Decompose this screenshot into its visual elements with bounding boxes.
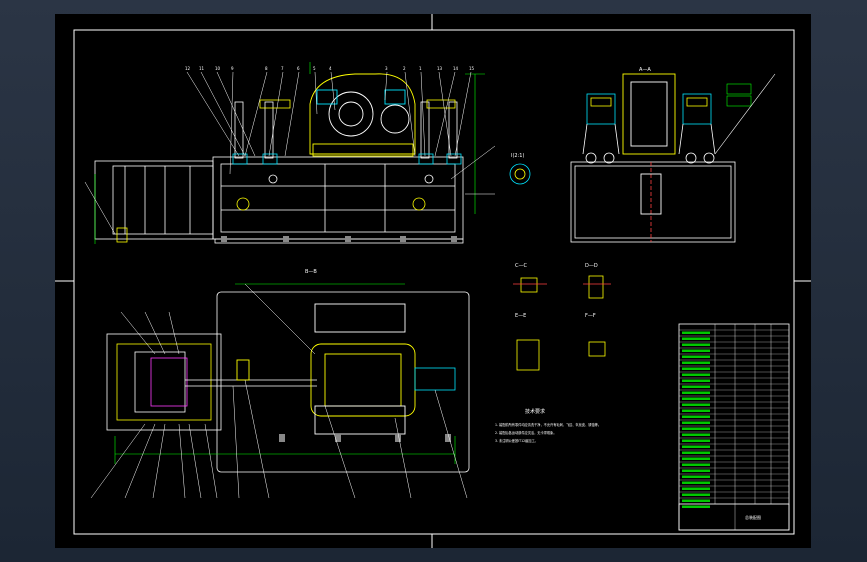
front-view: 12 11 10 9 8 7 6 5 4 3 2 1 13 14 15 I(2:1) bbox=[84, 62, 531, 244]
detail-views: C—C D—D E—E F—F bbox=[513, 263, 611, 371]
parts-row-fill bbox=[682, 505, 710, 508]
svg-text:6: 6 bbox=[297, 66, 300, 71]
parts-row-fill bbox=[682, 367, 710, 370]
svg-text:4: 4 bbox=[329, 66, 332, 71]
parts-row-fill bbox=[682, 493, 710, 496]
parts-row-fill bbox=[682, 361, 710, 364]
wheels bbox=[236, 174, 434, 211]
title-block-name: 总装配图 bbox=[745, 514, 761, 520]
parts-row-fill bbox=[682, 373, 710, 376]
svg-text:3: 3 bbox=[385, 66, 388, 71]
title-block bbox=[678, 503, 790, 531]
inner-frame bbox=[73, 29, 795, 535]
parts-row-fill bbox=[682, 331, 710, 334]
svg-text:1: 1 bbox=[419, 66, 422, 71]
detail-d-label: F—F bbox=[585, 313, 596, 319]
parts-row-fill bbox=[682, 427, 710, 430]
base-frame bbox=[212, 156, 464, 244]
plan-view: B—B bbox=[90, 269, 470, 499]
svg-text:11: 11 bbox=[199, 66, 205, 71]
note-line-2: 2. 装配后各运动部件应灵活，无卡滞现象。 bbox=[495, 430, 556, 435]
parts-row-fill bbox=[682, 439, 710, 442]
parts-row-fill bbox=[682, 433, 710, 436]
parts-row-fill bbox=[682, 457, 710, 460]
round-detail-label: I(2:1) bbox=[511, 153, 524, 159]
parts-row-fill bbox=[682, 397, 710, 400]
parts-row-fill bbox=[682, 421, 710, 424]
parts-row-fill bbox=[682, 391, 710, 394]
parts-row-fill bbox=[682, 403, 710, 406]
parts-row-fill bbox=[682, 343, 710, 346]
parts-row-fill bbox=[682, 487, 710, 490]
parts-row-fill bbox=[682, 445, 710, 448]
parts-row-fill bbox=[682, 379, 710, 382]
parts-row-fill bbox=[682, 475, 710, 478]
plan-bolts bbox=[279, 434, 451, 442]
svg-text:2: 2 bbox=[403, 66, 406, 71]
parts-rows bbox=[679, 329, 789, 508]
front-leaders bbox=[84, 71, 496, 235]
svg-text:13: 13 bbox=[437, 66, 443, 71]
detail-b-label: D—D bbox=[585, 263, 598, 269]
parts-row-fill bbox=[682, 337, 710, 340]
drawing-canvas: 12 11 10 9 8 7 6 5 4 3 2 1 13 14 15 I(2:1) bbox=[55, 14, 811, 548]
parts-row-fill bbox=[682, 349, 710, 352]
parts-row-fill bbox=[682, 463, 710, 466]
svg-text:5: 5 bbox=[313, 66, 316, 71]
note-line-1: 1. 装配前所有零件均应清洗干净，不允许有毛刺、飞边、氧化皮、锈蚀等。 bbox=[495, 422, 601, 427]
technical-notes: 技术要求 1. 装配前所有零件均应清洗干净，不允许有毛刺、飞边、氧化皮、锈蚀等。… bbox=[495, 408, 601, 443]
parts-row-fill bbox=[682, 481, 710, 484]
svg-text:14: 14 bbox=[453, 66, 459, 71]
parts-row-fill bbox=[682, 409, 710, 412]
drawing-sheet: 12 11 10 9 8 7 6 5 4 3 2 1 13 14 15 I(2:1) bbox=[55, 14, 811, 548]
parts-row-fill bbox=[682, 355, 710, 358]
front-dimensions bbox=[94, 62, 485, 244]
plan-section-label: B—B bbox=[305, 269, 317, 275]
centering-marks bbox=[55, 14, 811, 548]
detail-a-label: C—C bbox=[515, 263, 527, 269]
svg-text:12: 12 bbox=[185, 66, 191, 71]
svg-text:8: 8 bbox=[265, 66, 268, 71]
parts-row-fill bbox=[682, 451, 710, 454]
round-detail bbox=[509, 163, 531, 185]
side-section-label: A—A bbox=[639, 67, 651, 73]
side-view: A—A bbox=[570, 67, 776, 243]
parts-row-fill bbox=[682, 415, 710, 418]
gearbox bbox=[309, 73, 416, 157]
feet bbox=[221, 236, 457, 242]
parts-row-fill bbox=[682, 385, 710, 388]
detail-c-label: E—E bbox=[515, 313, 526, 319]
parts-row-fill bbox=[682, 499, 710, 502]
svg-text:9: 9 bbox=[231, 66, 234, 71]
parts-row-fill bbox=[682, 469, 710, 472]
parts-list: 总装配图 bbox=[678, 323, 790, 531]
svg-text:7: 7 bbox=[281, 66, 284, 71]
svg-text:15: 15 bbox=[469, 66, 475, 71]
svg-text:10: 10 bbox=[215, 66, 221, 71]
notes-title: 技术要求 bbox=[525, 408, 545, 415]
note-line-3: 3. 未注明公差按IT12级加工。 bbox=[495, 438, 538, 443]
